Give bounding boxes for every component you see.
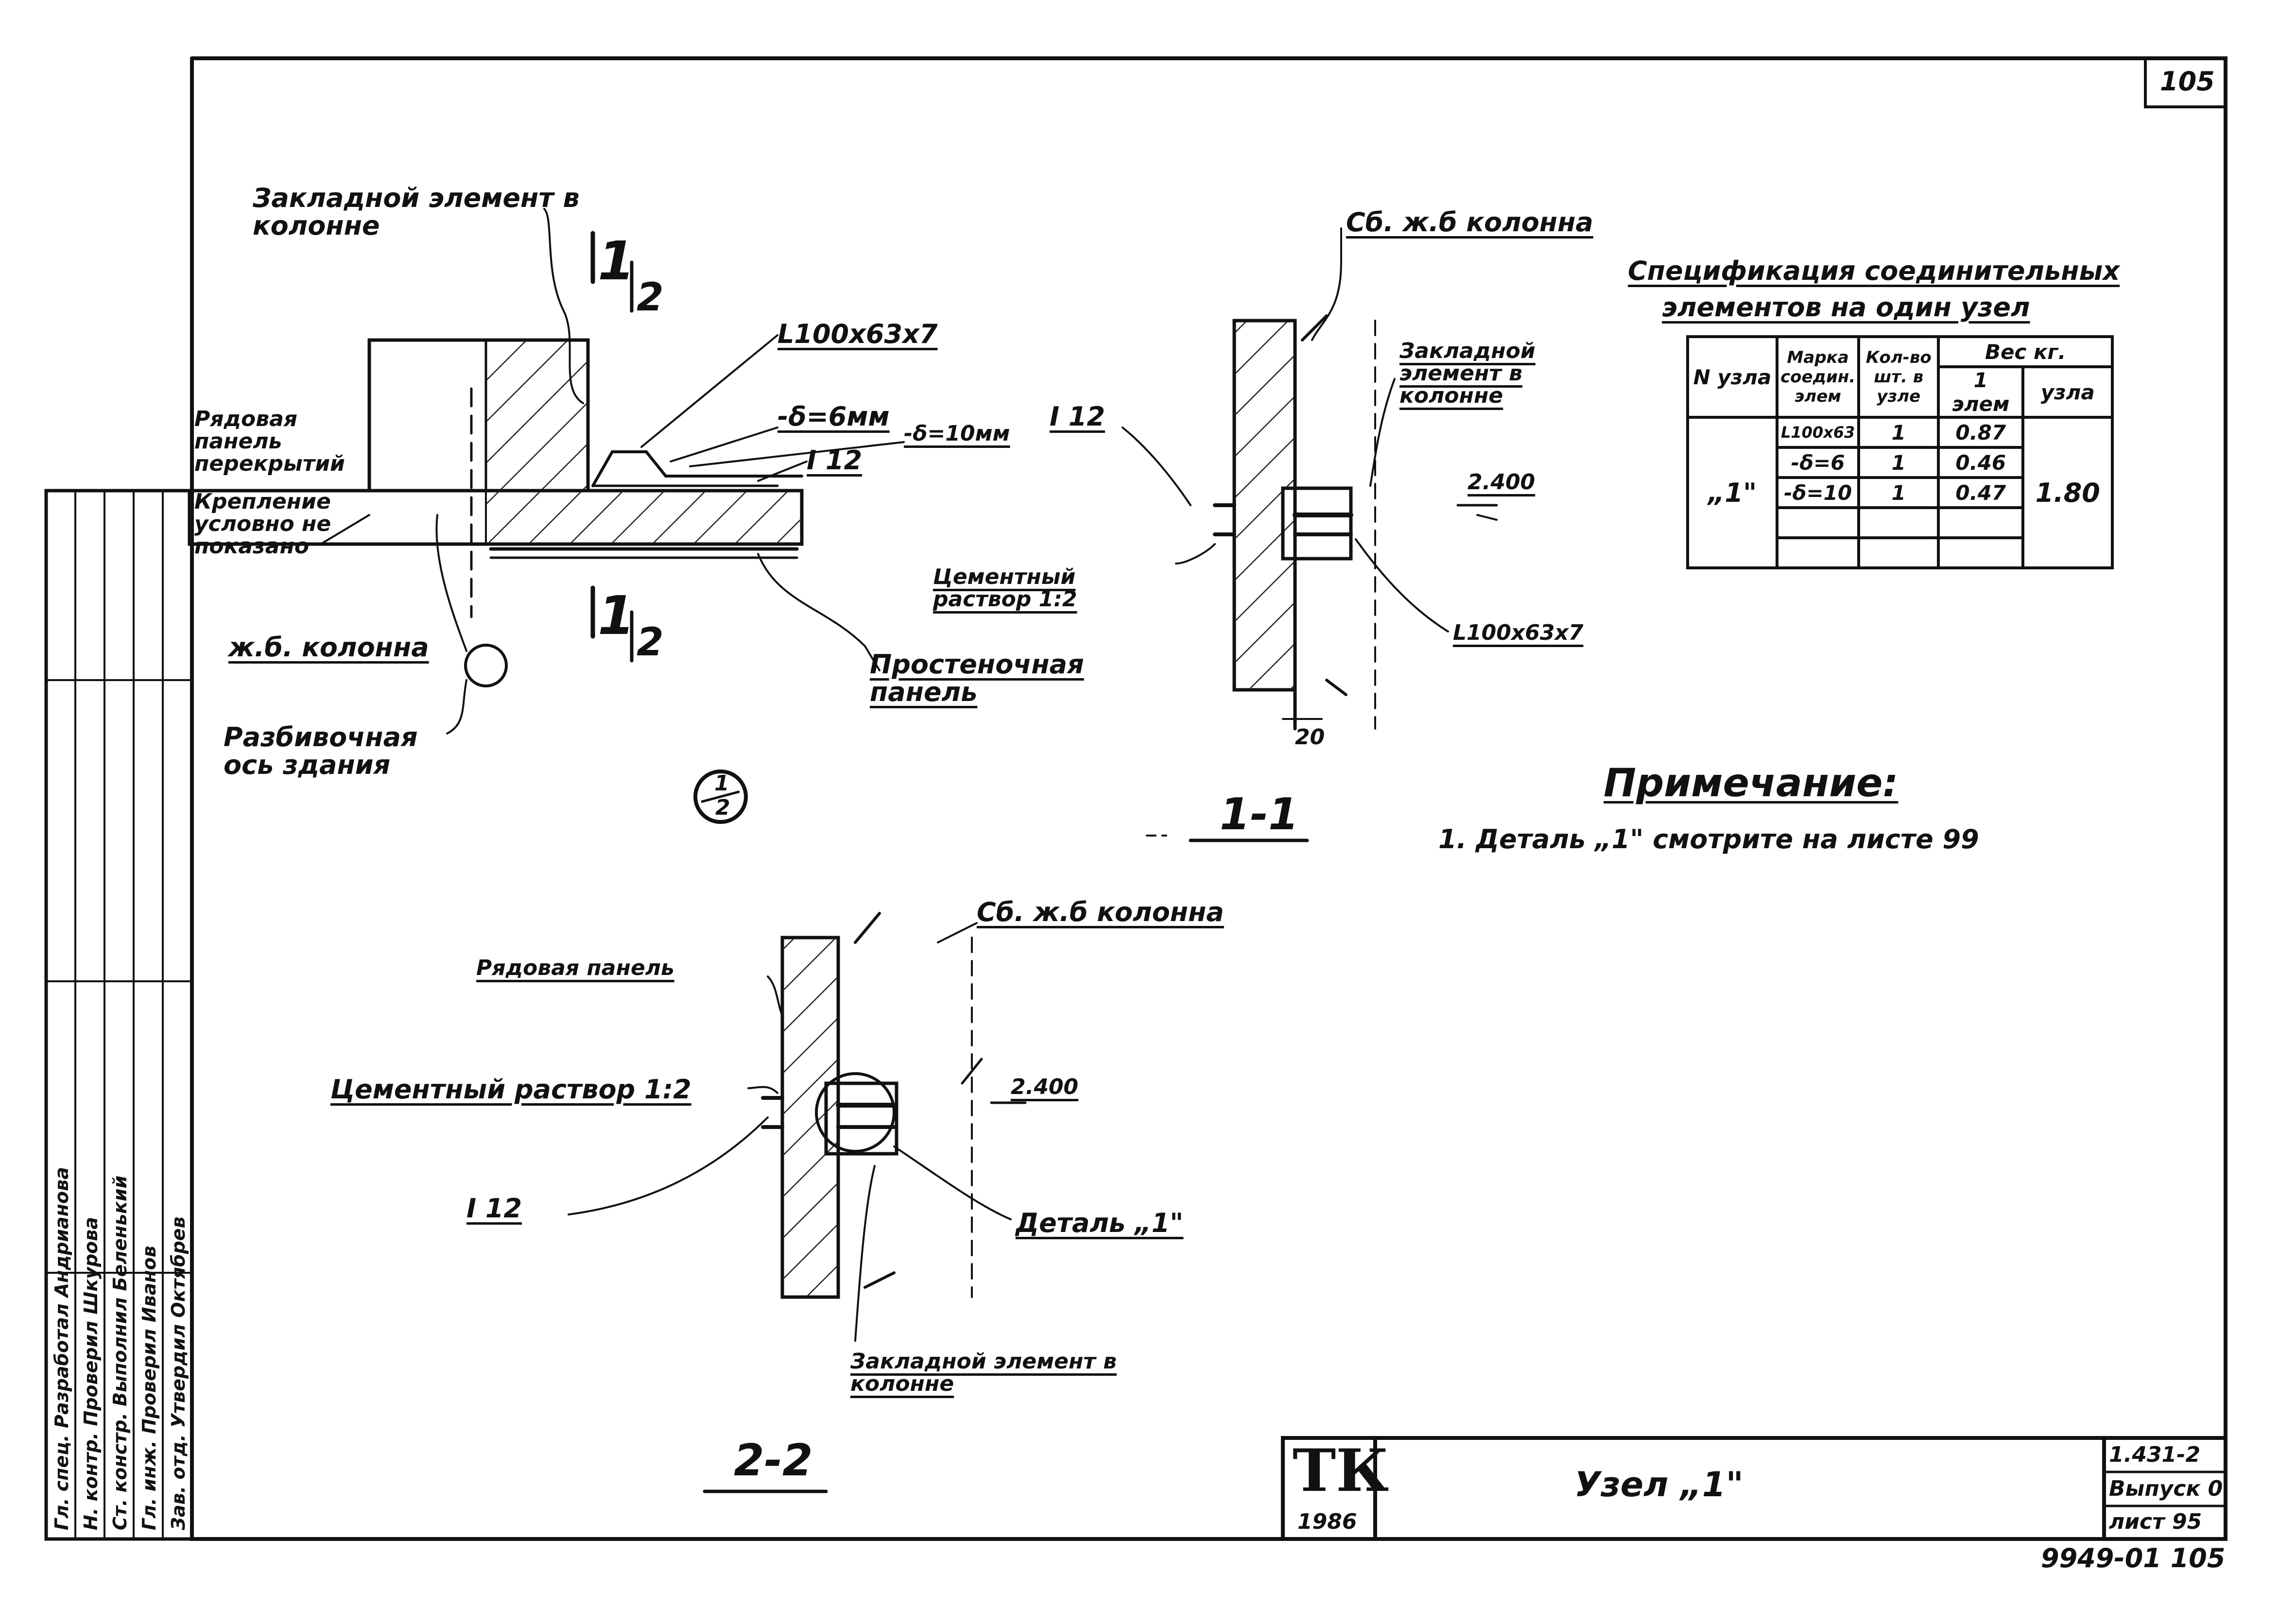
notes-heading: Примечание: [1604,760,1899,805]
side-stamp-row-2: Ст. констр. Выполнил Беленький [109,1175,131,1530]
sheet-number: лист 95 [2109,1509,2202,1534]
spec-header-per-node: узла [2021,365,2114,419]
issue-number: Выпуск 0 [2109,1476,2223,1501]
series-number: 1.431-2 [2109,1442,2201,1467]
spec-header-per-elem: 1 элем [1937,365,2025,419]
table-row: „1" L100x63 1 0.87 1.80 [1686,416,2114,569]
plan-plate10-label: -δ=10мм [904,421,1010,446]
plan-fastening-label: Крепление условно не показано [194,489,331,559]
sec11-column-label: Сб. ж.б колонна [1346,207,1593,238]
table-row-empty [1688,536,2112,569]
spec-weight-1: 0.46 [1937,446,2025,479]
side-stamp-row-0: Гл. спец. Разработал Андрианова [51,1167,72,1530]
sec22-column-label: Сб. ж.б колонна [977,897,1224,927]
sec11-beam-label: I 12 [1050,401,1105,432]
table-row-empty [1688,506,2112,539]
title-block [1281,1436,2227,1541]
sec22-title: 2-2 [734,1435,813,1486]
spec-title-line1: Спецификация соединительных [1628,256,2120,286]
spec-mark-2: -δ=10 [1775,476,1861,509]
page-corner-box [2144,57,2227,108]
spec-weight-2: 0.47 [1937,476,2025,509]
spec-header-qty: Кол-во шт. в узле [1857,335,1940,419]
spec-header-weight: Вес кг. [1937,335,2114,368]
callout-sheet: 2 [715,795,730,820]
sec22-beam-label: I 12 [466,1193,522,1224]
plan-axis-label: Разбивочная ось здания [224,722,418,780]
stamp-logo: ТК [1293,1436,1389,1505]
side-stamp-row-3: Гл. инж. Проверил Иванов [138,1246,160,1530]
sec11-elevation: 2.400 [1467,470,1536,495]
sec11-mortar-label: Цементный раствор 1:2 [933,564,1077,612]
plan-embedded-label: Закладной элемент в колонне [253,183,580,241]
plan-section-mark-2-top: 2 [637,274,664,320]
sec11-dim-20: 20 [1295,725,1325,750]
plan-section-mark-2-bottom: 2 [637,619,664,665]
spec-mark-1: -δ=6 [1775,446,1861,479]
table-row: -δ=10 1 0.47 [1688,476,2112,509]
sec11-angle-label: L100x63x7 [1453,620,1584,645]
spec-weight-0: 0.87 [1937,416,2025,449]
callout-number: 1 [714,771,729,796]
table-row: -δ=6 1 0.46 [1688,446,2112,479]
spec-mark-0: L100x63 [1775,416,1861,449]
section-2-2 [568,912,1027,1493]
plan-row-panel-label: Рядовая панель перекрытий [194,407,345,477]
sec11-embedded-label: Закладной элемент в колонне [1399,339,1536,409]
side-stamp-row-4: Зав. отд. Утвердил Октябрев [168,1216,189,1530]
plan-section-mark-1-bottom: 1 [598,584,635,647]
spec-header-node: N узла [1686,335,1778,419]
plan-angle-label: L100x63x7 [777,319,938,349]
side-stamp-row-1: Н. контр. Проверил Шкурова [80,1217,102,1530]
side-stamp-frame [44,489,194,1541]
spec-node: „1" [1686,416,1778,569]
plan-view [188,208,905,824]
stamp-year: 1986 [1297,1509,1357,1534]
plan-section-mark-1-top: 1 [598,230,635,292]
sec22-panel-label: Рядовая панель [476,956,674,980]
spec-qty-0: 1 [1857,416,1940,449]
section-1-1 [1122,227,1498,842]
sec11-title: 1-1 [1220,789,1299,840]
spec-qty-2: 1 [1857,476,1940,509]
archive-number: 9949-01 105 [2041,1543,2226,1573]
spec-qty-1: 1 [1857,446,1940,479]
spec-node-total: 1.80 [2021,416,2114,569]
plan-beam-label: I 12 [807,445,863,476]
callout-bubble [693,769,748,824]
sec22-embedded-label: Закладной элемент в колонне [850,1349,1117,1397]
spec-header-mark: Марка соедин. элем [1775,335,1861,419]
sec22-elevation: 2.400 [1011,1075,1079,1099]
spec-title-line2: элементов на один узел [1662,292,2030,323]
plan-column-label: ж.б. колонна [228,632,429,663]
notes-line1: 1. Деталь „1" смотрите на листе 99 [1438,824,1979,855]
sheet-title: Узел „1" [1574,1465,1744,1504]
sec22-detail-label: Деталь „1" [1016,1208,1184,1238]
detail-circle [815,1072,896,1153]
page-corner-number: 105 [2160,66,2215,97]
plan-plate6-label: -δ=6мм [777,401,890,432]
plan-pier-panel-label: Простеночная панель [870,649,1084,707]
spec-table: N узла Марка соедин. элем Кол-во шт. в у… [1686,335,2114,569]
sec22-mortar-label: Цементный раствор 1:2 [330,1074,691,1105]
